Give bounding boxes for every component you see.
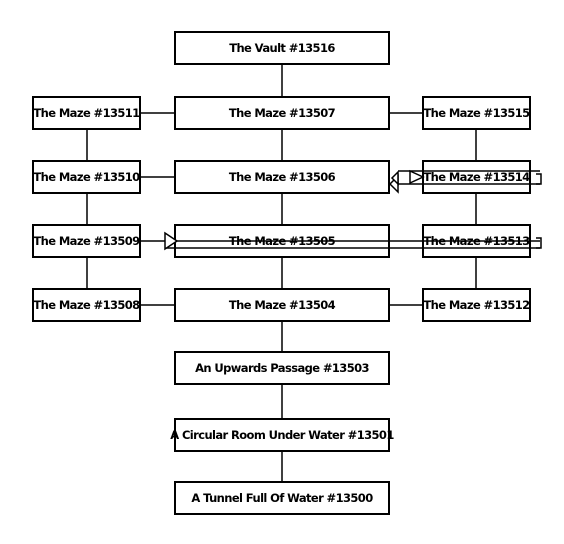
room-maze-13504[interactable]: The Maze #13504 (174, 288, 390, 322)
arrow-head-into-13514 (409, 169, 425, 185)
room-label: The Vault #13516 (229, 41, 335, 55)
connector-13514-loop-end (536, 173, 542, 185)
room-maze-13509[interactable]: The Maze #13509 (32, 224, 141, 258)
connections (86, 64, 477, 482)
room-label: The Maze #13512 (423, 298, 529, 312)
room-label: The Maze #13504 (229, 298, 336, 312)
room-upwards-passage[interactable]: An Upwards Passage #13503 (174, 351, 390, 385)
connector-13513-loop-end (536, 237, 542, 249)
arrow-head-into-13506-inner (390, 170, 399, 186)
room-label: The Maze #13510 (33, 170, 140, 184)
room-maze-13510[interactable]: The Maze #13510 (32, 160, 141, 194)
room-maze-13506[interactable]: The Maze #13506 (174, 160, 390, 194)
room-tunnel[interactable]: A Tunnel Full Of Water #13500 (174, 481, 390, 515)
room-label: The Maze #13511 (33, 106, 140, 120)
room-label: The Maze #13509 (33, 234, 140, 248)
room-maze-13514[interactable]: The Maze #13514 (422, 160, 531, 194)
arrow-head-into-13505 (164, 231, 179, 251)
room-label: The Maze #13507 (229, 106, 336, 120)
room-label: A Circular Room Under Water #13501 (170, 428, 394, 442)
room-vault[interactable]: The Vault #13516 (174, 31, 390, 65)
room-label: A Tunnel Full Of Water #13500 (191, 491, 373, 505)
room-label: The Maze #13514 (423, 170, 530, 184)
room-circular-room[interactable]: A Circular Room Under Water #13501 (170, 418, 395, 452)
room-maze-13507[interactable]: The Maze #13507 (174, 96, 390, 130)
one-way-connectors (140, 169, 542, 251)
room-maze-13515[interactable]: The Maze #13515 (422, 96, 531, 130)
room-label: The Maze #13515 (423, 106, 530, 120)
room-label: The Maze #13508 (33, 298, 140, 312)
room-maze-13508[interactable]: The Maze #13508 (32, 288, 141, 322)
room-label: An Upwards Passage #13503 (195, 361, 369, 375)
room-label: The Maze #13506 (229, 170, 336, 184)
room-maze-13512[interactable]: The Maze #13512 (422, 288, 531, 322)
room-maze-13511[interactable]: The Maze #13511 (32, 96, 141, 130)
